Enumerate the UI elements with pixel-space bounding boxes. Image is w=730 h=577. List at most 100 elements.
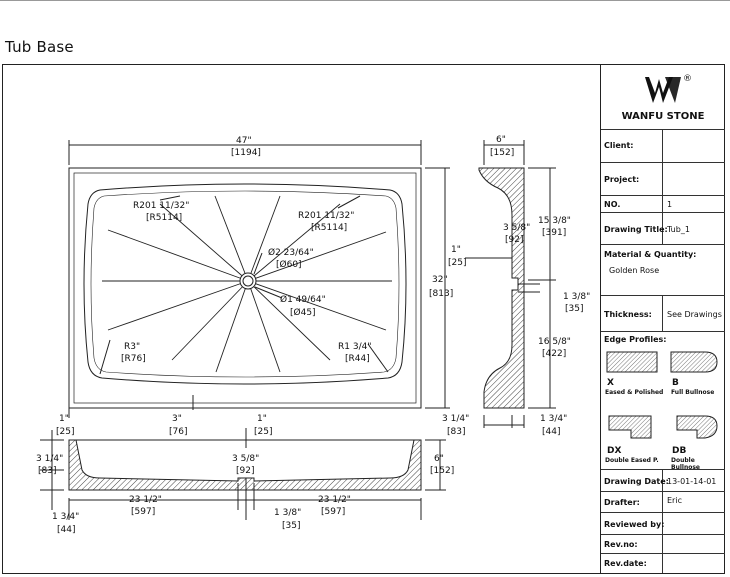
drawing-title-value: Tub_1 bbox=[667, 225, 690, 234]
drain-outer-label: Ø2 23/64" bbox=[268, 247, 314, 258]
radius-br-mm-label: [R44] bbox=[345, 354, 370, 364]
offset-3-mm-label: [76] bbox=[169, 427, 187, 437]
offset-1-label: 1" bbox=[257, 414, 267, 424]
date-row: Drawing Date: 13-01-14-01 bbox=[601, 470, 725, 492]
no-value: 1 bbox=[667, 200, 673, 209]
project-label: Project: bbox=[604, 175, 640, 184]
front-drain-mm-label: [92] bbox=[236, 466, 254, 476]
front-rim-label: 3 1/4" bbox=[36, 454, 63, 464]
reviewed-row: Reviewed by: bbox=[601, 513, 725, 535]
basin-outline bbox=[83, 183, 407, 385]
radius-tl-label: R201 11/32" bbox=[133, 201, 189, 211]
lower-label: 16 5/8" bbox=[538, 337, 571, 347]
slope-lines bbox=[102, 195, 392, 373]
edge-profile-sketches bbox=[606, 351, 718, 439]
edge-db-desc: Double Bullnose bbox=[671, 457, 700, 471]
thickness-row: Thickness: See Drawings bbox=[601, 296, 725, 332]
revno-row: Rev.no: bbox=[601, 535, 725, 554]
half-left-label: 23 1/2" bbox=[129, 495, 162, 505]
plan-rim-line bbox=[73, 172, 417, 404]
depth-label: 6" bbox=[496, 135, 506, 145]
thickness-label: Thickness: bbox=[604, 310, 652, 319]
title-block: ® WANFU STONE Client: Project: NO. 1 Dra… bbox=[600, 65, 725, 573]
client-label: Client: bbox=[604, 141, 634, 150]
thickness-value: See Drawings bbox=[667, 310, 722, 319]
drawing-title-label: Drawing Title: bbox=[604, 225, 668, 234]
edge-profiles-label: Edge Profiles: bbox=[604, 335, 667, 344]
date-label: Drawing Date: bbox=[604, 477, 669, 486]
edge-x-shape bbox=[606, 351, 658, 373]
edge-x-desc: Eased & Polished bbox=[605, 389, 664, 396]
revno-label: Rev.no: bbox=[604, 540, 638, 549]
half-right-mm-label: [597] bbox=[321, 507, 345, 517]
front-section-profile bbox=[68, 439, 422, 491]
no-label: NO. bbox=[604, 200, 621, 209]
width-label: 47" bbox=[236, 136, 252, 146]
front-labels: 3 1/4" [83] 3 5/8" [92] 6" [152] 23 1/2"… bbox=[36, 454, 454, 535]
edge-b-code: B bbox=[672, 378, 679, 388]
edge-db-code: DB bbox=[672, 446, 687, 456]
edge-dx-shape bbox=[608, 415, 652, 439]
edge-b-desc: Full Bullnose bbox=[671, 389, 715, 396]
wanfu-logo-mark: ® bbox=[645, 74, 692, 103]
client-row: Client: bbox=[601, 129, 725, 163]
radius-br-label: R1 3/4" bbox=[338, 342, 371, 352]
foot-label: 1 3/4" bbox=[540, 414, 567, 424]
side-labels: 6" [152] 15 3/8" [391] 3 5/8" [92] 1" [2… bbox=[448, 135, 590, 437]
no-row: NO. 1 bbox=[601, 196, 725, 213]
depth-mm-label: [152] bbox=[490, 148, 514, 158]
edge-db-shape bbox=[676, 415, 718, 439]
radius-bl-label: R3" bbox=[124, 342, 140, 352]
front-rim-mm-label: [83] bbox=[38, 466, 56, 476]
front-height-mm-label: [152] bbox=[430, 466, 454, 476]
offset-3-label: 3" bbox=[172, 414, 182, 424]
page-title: Tub Base bbox=[5, 38, 74, 56]
drawing-frame bbox=[2, 64, 725, 574]
width-mm-label: [1194] bbox=[231, 148, 261, 158]
edge-dx-desc: Double Eased P. bbox=[605, 457, 659, 464]
radius-bl-mm-label: [R76] bbox=[121, 354, 146, 364]
drain-outer-mm-label: [Ø60] bbox=[276, 259, 302, 270]
basin-inner-outline bbox=[90, 190, 400, 378]
front-gap-label: 1 3/8" bbox=[274, 508, 301, 518]
side-gap-label: 1 3/8" bbox=[563, 292, 590, 302]
edge-left-mm-label: [25] bbox=[56, 427, 74, 437]
revdate-row: Rev.date: bbox=[601, 554, 725, 573]
logo-text: WANFU STONE bbox=[621, 111, 705, 122]
tub-base-drawing: 47" [1194] 32" [813] R201 11/32" [R5114]… bbox=[36, 135, 590, 535]
drafter-label: Drafter: bbox=[604, 498, 640, 507]
material-value: Golden Rose bbox=[609, 266, 660, 275]
drain-inner bbox=[242, 275, 254, 287]
lower-mm-label: [422] bbox=[542, 349, 566, 359]
side-edge-label: 1" bbox=[451, 245, 461, 255]
date-value: 13-01-14-01 bbox=[667, 477, 717, 486]
edge-x-code: X bbox=[607, 378, 614, 388]
edge-profiles-row: Edge Profiles: X Eased & Polished B Full… bbox=[601, 332, 725, 471]
material-row: Material & Quantity: Golden Rose bbox=[601, 245, 725, 296]
front-section bbox=[40, 428, 446, 520]
drain-inner-mm-label: [Ø45] bbox=[290, 307, 316, 318]
height-label: 32" bbox=[432, 275, 448, 285]
side-section bbox=[465, 140, 556, 428]
svg-text:®: ® bbox=[683, 74, 692, 84]
rim-height-mm-label: [83] bbox=[447, 427, 465, 437]
drafter-row: Drafter: Eric bbox=[601, 492, 725, 513]
logo: ® WANFU STONE bbox=[601, 65, 725, 130]
drawing-title-row: Drawing Title: Tub_1 bbox=[601, 213, 725, 245]
upper-mm-label: [391] bbox=[542, 228, 566, 238]
radius-tr-label: R201 11/32" bbox=[298, 211, 354, 221]
edge-left-label: 1" bbox=[59, 414, 69, 424]
side-edge-mm-label: [25] bbox=[448, 258, 466, 268]
side-gap-mm-label: [35] bbox=[565, 304, 583, 314]
side-section-profile bbox=[478, 167, 525, 409]
rim-height-label: 3 1/4" bbox=[442, 414, 469, 424]
drain-inner-label: Ø1 49/64" bbox=[280, 294, 326, 305]
front-base-mm-label: [44] bbox=[57, 525, 75, 535]
foot-mm-label: [44] bbox=[542, 427, 560, 437]
front-gap-mm-label: [35] bbox=[282, 521, 300, 531]
side-drain-mm-label: [92] bbox=[505, 235, 523, 245]
reviewed-label: Reviewed by: bbox=[604, 520, 665, 529]
front-height-label: 6" bbox=[434, 454, 444, 464]
plan-view bbox=[68, 140, 450, 418]
project-row: Project: bbox=[601, 163, 725, 196]
